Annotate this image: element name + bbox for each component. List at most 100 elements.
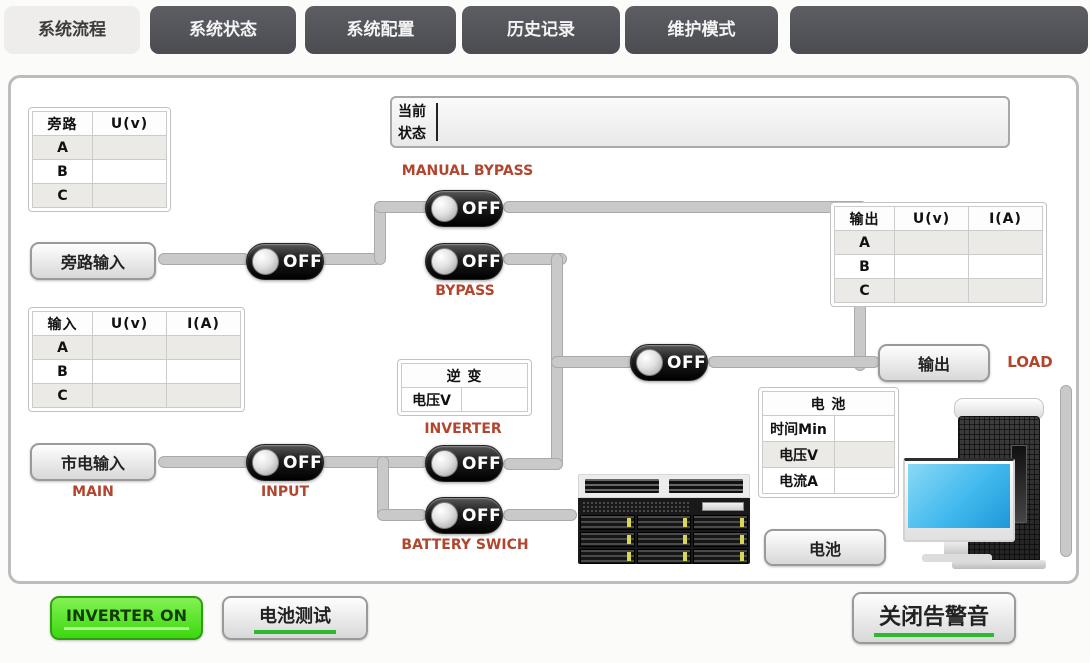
tab-empty xyxy=(790,6,1088,54)
tab-history[interactable]: 历史记录 xyxy=(462,6,620,54)
value-cell xyxy=(92,335,167,360)
switch-knob-icon xyxy=(636,349,663,376)
switch-knob-icon xyxy=(431,195,458,222)
switch-state: OFF xyxy=(462,198,502,219)
table-title: 电 池 xyxy=(762,391,895,416)
bypass-input-switch[interactable]: OFF xyxy=(246,243,324,280)
connector-pipe xyxy=(1060,385,1072,557)
row-label-cell: C xyxy=(834,278,895,303)
battery-switch-label: BATTERY SWICH xyxy=(401,537,529,553)
vent-icon xyxy=(585,479,659,493)
monitor-stand-icon xyxy=(944,542,968,554)
tab-system-config[interactable]: 系统配置 xyxy=(305,6,456,54)
row-label-cell: A xyxy=(834,230,895,255)
vent-holes-icon xyxy=(582,501,690,512)
table-header-cell: 输出 xyxy=(834,206,895,231)
drive-bay-icon xyxy=(693,532,748,547)
tab-maintenance[interactable]: 维护模式 xyxy=(625,6,778,54)
connector-pipe xyxy=(551,356,635,368)
table-header-cell: I(A) xyxy=(968,206,1043,231)
output-button[interactable]: 输出 xyxy=(878,344,990,382)
row-label-cell: 电流A xyxy=(762,467,835,494)
status-divider xyxy=(436,103,438,141)
connector-pipe xyxy=(377,509,427,521)
main-input-button[interactable]: 市电输入 xyxy=(30,443,156,481)
battery-test-button[interactable]: 电池测试 xyxy=(222,596,368,640)
tab-system-flow[interactable]: 系统流程 xyxy=(4,6,140,54)
inverter-on-label: INVERTER ON xyxy=(64,606,189,630)
monitor-base-icon xyxy=(922,554,992,562)
switch-knob-icon xyxy=(431,502,458,529)
row-label-cell: C xyxy=(32,183,93,208)
manual-bypass-switch[interactable]: OFF xyxy=(425,190,503,227)
row-label-cell: B xyxy=(834,254,895,279)
rack-vent-panel xyxy=(578,474,750,498)
value-cell xyxy=(968,230,1043,255)
value-cell xyxy=(92,159,167,184)
value-cell xyxy=(834,415,895,442)
drive-bay-icon xyxy=(636,515,692,530)
monitor-screen-icon xyxy=(908,464,1010,529)
table-header-cell: 旁路 xyxy=(32,111,93,136)
connector-pipe xyxy=(374,201,430,213)
drive-bay-icon xyxy=(693,549,748,564)
tower-base-icon xyxy=(952,560,1046,569)
value-cell xyxy=(834,467,895,494)
rack-body xyxy=(578,498,750,564)
table-header-cell: 输入 xyxy=(32,311,93,336)
battery-switch[interactable]: OFF xyxy=(425,497,503,534)
drive-bay-icon xyxy=(693,515,748,530)
connector-pipe xyxy=(320,253,382,265)
inverter-on-button[interactable]: INVERTER ON xyxy=(50,596,203,640)
row-label-cell: B xyxy=(32,359,93,384)
current-status-value xyxy=(438,98,1008,146)
row-label-cell: 电压V xyxy=(762,441,835,468)
input-switch[interactable]: OFF xyxy=(246,444,324,481)
switch-state: OFF xyxy=(462,453,502,474)
inverter-switch[interactable]: OFF xyxy=(425,445,503,482)
connector-pipe xyxy=(158,456,250,468)
table-header-cell: U(v) xyxy=(894,206,969,231)
row-label-cell: A xyxy=(32,335,93,360)
vent-icon xyxy=(669,479,743,493)
table-header-cell: I(A) xyxy=(166,311,241,336)
rack-badge-icon xyxy=(702,502,744,511)
connector-pipe xyxy=(320,456,428,468)
value-cell xyxy=(894,230,969,255)
switch-knob-icon xyxy=(252,449,279,476)
inverter-label: INVERTER xyxy=(424,421,502,437)
value-cell xyxy=(166,359,241,384)
bypass-switch[interactable]: OFF xyxy=(425,243,503,280)
drive-bay-icon xyxy=(636,532,692,547)
value-cell xyxy=(894,254,969,279)
row-label-cell: A xyxy=(32,135,93,160)
row-label-cell: B xyxy=(32,159,93,184)
value-cell xyxy=(166,335,241,360)
bypass-input-button[interactable]: 旁路输入 xyxy=(30,242,156,280)
switch-knob-icon xyxy=(431,450,458,477)
switch-knob-icon xyxy=(252,248,279,275)
value-cell xyxy=(92,383,167,408)
switch-state: OFF xyxy=(462,505,502,526)
table-title: 逆 变 xyxy=(401,363,528,388)
switch-state: OFF xyxy=(667,352,707,373)
battery-button[interactable]: 电池 xyxy=(764,529,886,566)
drive-bay-icon xyxy=(580,532,635,547)
switch-state: OFF xyxy=(283,452,323,473)
row-label-cell: 时间Min xyxy=(762,415,835,442)
value-cell xyxy=(834,441,895,468)
output-switch[interactable]: OFF xyxy=(630,344,708,381)
tab-system-status[interactable]: 系统状态 xyxy=(150,6,296,54)
row-label-cell: C xyxy=(32,383,93,408)
value-cell xyxy=(461,387,528,412)
value-cell xyxy=(968,254,1043,279)
mute-alarm-button[interactable]: 关闭告警音 xyxy=(852,592,1016,644)
battery-test-label: 电池测试 xyxy=(254,602,336,634)
switch-state: OFF xyxy=(462,251,502,272)
mute-alarm-label: 关闭告警音 xyxy=(873,599,994,637)
bypass-label: BYPASS xyxy=(435,283,495,299)
current-status-box: 当前 状态 xyxy=(390,96,1010,148)
inverter-voltage-table: 逆 变电压V xyxy=(397,359,532,416)
